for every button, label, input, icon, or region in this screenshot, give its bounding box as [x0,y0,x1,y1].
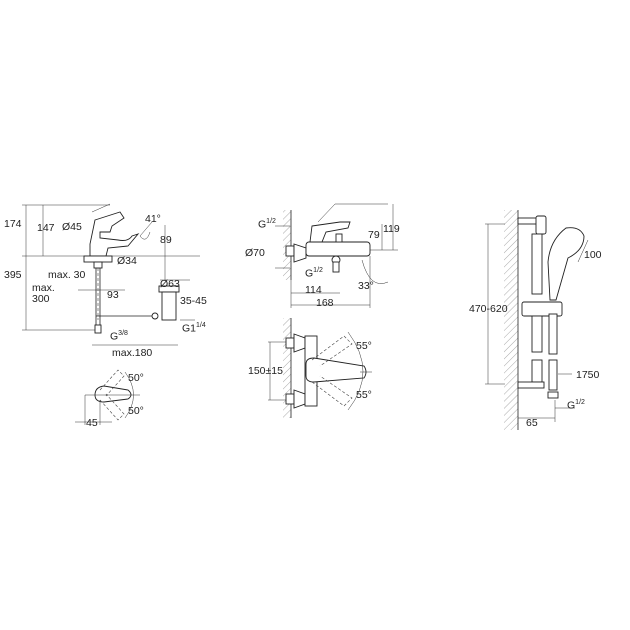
shower-rail-view [485,210,589,430]
dim-174: 174 [4,218,22,230]
dim-diam63: Ø63 [160,278,180,290]
dim-angle50-top: 50° [128,372,144,384]
dim-100: 100 [584,249,602,261]
dim-angle55-top: 55° [356,340,372,352]
dim-93: 93 [107,289,119,301]
dim-max300-line1: max. [32,282,55,294]
dim-angle41: 41° [145,213,161,225]
dim-max180: max.180 [112,347,153,359]
dim-470-620: 470-620 [469,303,508,315]
dim-g1-2-inlet: G1/2 [258,218,276,231]
dim-79: 79 [368,229,380,241]
dim-max300-line2: 300 [32,293,50,305]
dim-angle55-bottom: 55° [356,389,372,401]
dim-147: 147 [37,222,55,234]
dim-diam45: Ø45 [62,221,82,233]
dim-diam70: Ø70 [245,247,265,259]
dim-g1-1-4: G11/4 [182,322,206,335]
dim-g3-8: G3/8 [110,330,128,343]
dim-150-15: 150±15 [248,365,283,377]
dim-395: 395 [4,269,22,281]
dim-angle33: 33° [358,280,374,292]
dim-119: 119 [383,223,400,235]
dim-89: 89 [160,234,172,246]
bath-mixer-side-view [275,203,398,308]
dim-diam34: Ø34 [117,255,137,267]
dim-45-top: 45 [86,417,98,429]
dim-114: 114 [305,284,322,296]
dim-angle50-bottom: 50° [128,405,144,417]
dim-168: 168 [316,297,334,309]
dim-g1-2-outlet: G1/2 [305,267,323,280]
dim-g1-2-hose: G1/2 [567,399,585,412]
basin-mixer-side-view [22,203,200,346]
dim-35-45: 35-45 [180,295,207,307]
bath-mixer-front-view [268,318,372,418]
dim-1750: 1750 [576,369,600,381]
dim-max30: max. 30 [48,269,86,281]
basin-mixer-top-view [75,369,140,425]
dim-65: 65 [526,417,538,429]
